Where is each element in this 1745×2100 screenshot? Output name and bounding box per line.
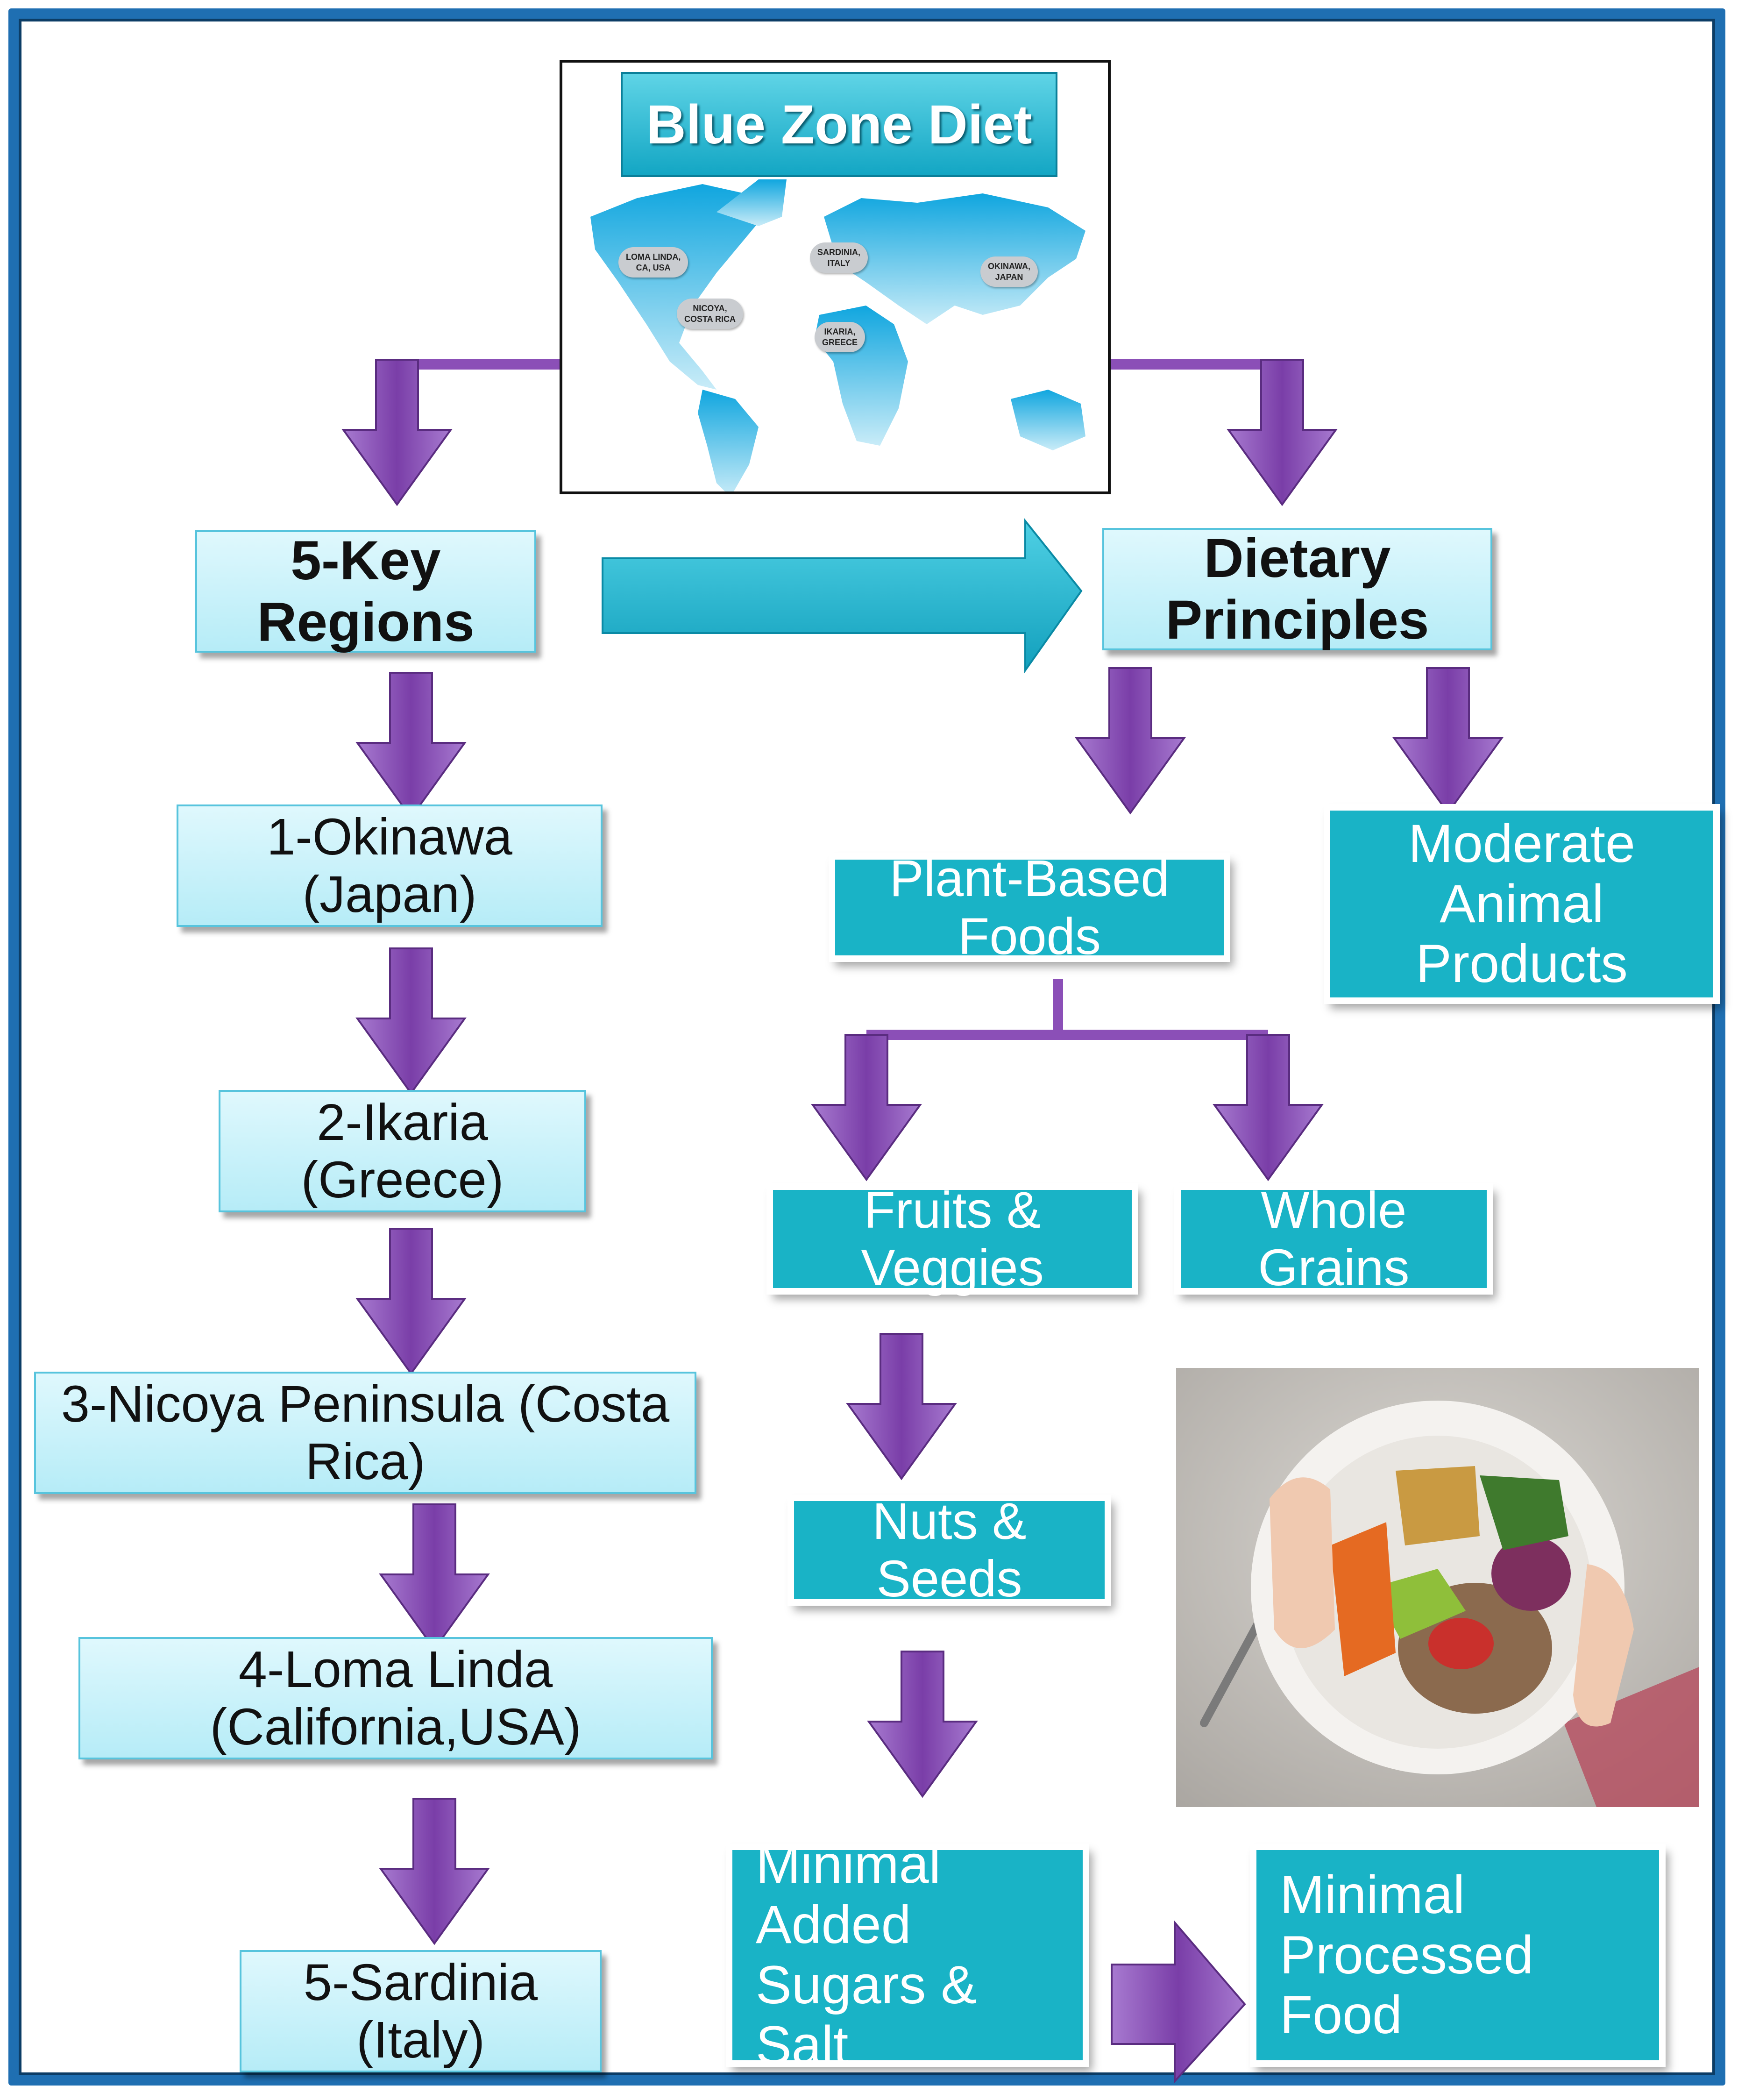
pin-label: COSTA RICA	[684, 314, 736, 324]
title-banner: Blue Zone Diet	[621, 72, 1057, 177]
outer-frame	[8, 8, 1725, 2086]
arrow-principles-to-animal	[1393, 667, 1503, 814]
pin-label: IKARIA,	[824, 327, 856, 336]
pin-label: LOMA LINDA,	[626, 252, 681, 262]
arrow-okinawa-to-ikaria	[356, 947, 466, 1094]
pin-label: JAPAN	[995, 272, 1023, 282]
plant-branch-line	[866, 979, 1268, 1040]
pin-label: SARDINIA,	[817, 248, 861, 257]
arrow-principles-to-plant	[1076, 667, 1185, 814]
region-sardinia-box: 5-Sardinia (Italy)	[240, 1950, 602, 2072]
arrow-map-to-principles	[1227, 359, 1337, 505]
pin-loma-linda: LOMA LINDA, CA, USA	[618, 247, 688, 278]
food-bowl-photo	[1176, 1368, 1699, 1807]
pin-okinawa: OKINAWA, JAPAN	[980, 256, 1038, 287]
arrow-plant-to-fruits	[812, 1034, 921, 1181]
arrow-map-to-regions	[342, 359, 452, 505]
food-bowl-illustration	[1176, 1368, 1699, 1807]
map-to-principles-line	[1111, 359, 1287, 374]
arrow-lomalinda-to-sardinia	[380, 1798, 489, 1944]
world-map	[590, 179, 1085, 491]
regions-heading-box: 5-Key Regions	[195, 530, 536, 653]
principles-heading-box: Dietary Principles	[1102, 527, 1492, 651]
plant-based-box: Plant-Based Foods	[835, 850, 1224, 965]
arrow-plant-to-grains	[1213, 1034, 1323, 1181]
pin-label: CA, USA	[636, 263, 671, 272]
minimal-processed-box: Minimal Processed Food	[1256, 1850, 1659, 2060]
minimal-sugars-box: Minimal Added Sugars & Salt	[732, 1835, 1083, 2075]
fruits-veggies-box: Fruits & Veggies	[773, 1182, 1132, 1296]
pin-nicoya: NICOYA, COSTA RICA	[677, 299, 743, 329]
region-ikaria-box: 2-Ikaria (Greece)	[219, 1090, 586, 1212]
arrow-ikaria-to-nicoya	[356, 1228, 466, 1374]
pin-ikaria: IKARIA, GREECE	[815, 322, 865, 352]
region-okinawa-box: 1-Okinawa (Japan)	[177, 804, 603, 927]
arrow-regions-to-principles	[602, 518, 1083, 674]
whole-grains-box: Whole Grains	[1181, 1182, 1487, 1296]
region-nicoya-box: 3-Nicoya Peninsula (Costa Rica)	[34, 1372, 696, 1494]
moderate-animal-box: Moderate Animal Products	[1330, 811, 1713, 997]
region-lomalinda-box: 4-Loma Linda (California,USA)	[78, 1637, 713, 1759]
pin-label: ITALY	[827, 258, 851, 268]
arrow-fruits-to-nuts	[847, 1333, 956, 1480]
pin-sardinia: SARDINIA, ITALY	[810, 242, 868, 273]
pin-label: OKINAWA,	[988, 262, 1031, 271]
arrow-nicoya-to-lomalinda	[380, 1503, 489, 1650]
pin-label: NICOYA,	[693, 304, 727, 313]
arrow-regions-to-okinawa	[356, 672, 466, 819]
map-to-regions-line	[392, 359, 560, 374]
arrow-nuts-to-sugars	[868, 1651, 977, 1797]
pin-label: GREECE	[822, 337, 858, 347]
nuts-seeds-box: Nuts & Seeds	[794, 1493, 1105, 1608]
arrow-sugars-to-processed	[1111, 1920, 1246, 2084]
world-map-panel: Blue Zone Diet LOMA LINDA, CA, USA NICOY…	[560, 60, 1111, 494]
